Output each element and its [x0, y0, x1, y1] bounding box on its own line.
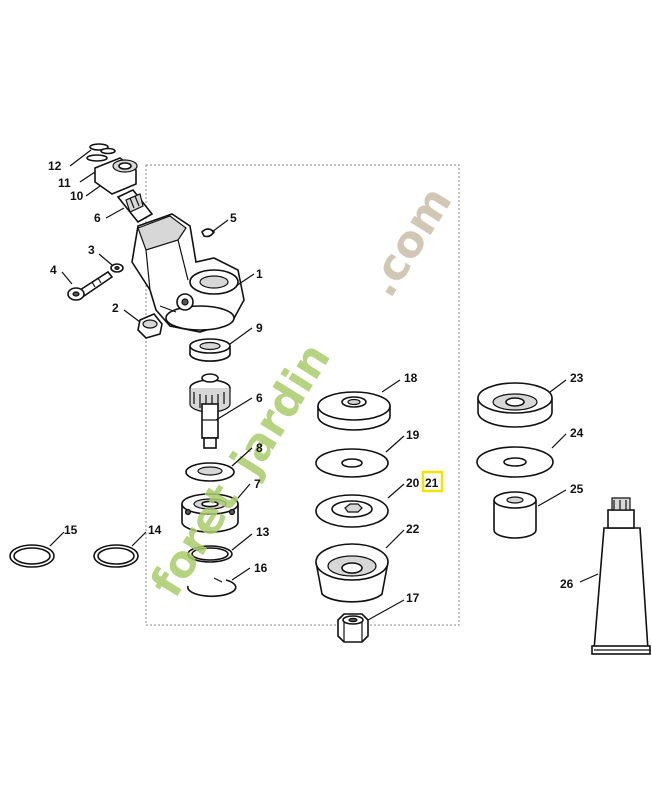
label-13: 13 [256, 525, 270, 539]
part-22-thrust-cup [315, 543, 389, 603]
label-20: 20 [406, 476, 420, 490]
label-24: 24 [570, 426, 584, 440]
part-13-ring [187, 545, 233, 563]
label-22: 22 [406, 522, 420, 536]
part-10-sleeve [94, 157, 138, 195]
part-25-sleeve [493, 491, 537, 539]
label-19: 19 [406, 428, 420, 442]
label-6-top: 6 [94, 211, 101, 225]
part-labels: 12 11 10 6 5 3 4 1 2 9 6 8 7 13 16 15 14… [48, 159, 584, 605]
label-15: 15 [64, 523, 78, 537]
part-23-thrust-plate [477, 382, 553, 428]
label-16: 16 [254, 561, 268, 575]
label-18: 18 [404, 371, 418, 385]
part-6-bevel-gear [116, 189, 154, 224]
part-12-clips [86, 143, 116, 162]
part-14-ring [93, 544, 139, 568]
part-4-screw [67, 270, 114, 301]
part-5-clip [201, 228, 216, 238]
part-2-plug [137, 313, 163, 339]
leader-lines [49, 149, 599, 621]
label-21: 21 [425, 476, 439, 490]
label-2: 2 [112, 301, 119, 315]
label-10: 10 [70, 189, 84, 203]
label-11: 11 [58, 176, 71, 190]
part-19-washer [315, 448, 389, 478]
part-18-thrust-plate [317, 391, 391, 431]
label-5: 5 [230, 211, 237, 225]
part-20-disc [315, 494, 389, 528]
part-1-gear-housing [131, 213, 245, 333]
part-3-washer [110, 263, 124, 273]
label-7: 7 [254, 477, 261, 491]
label-14: 14 [148, 523, 162, 537]
part-15-ring [9, 544, 55, 568]
part-26-grease-tube [591, 497, 651, 655]
label-26: 26 [560, 577, 574, 591]
highlight-box-21 [421, 470, 444, 493]
assembly-frame [145, 164, 460, 626]
part-17-nut [337, 613, 369, 643]
watermark-com: .com [356, 178, 462, 306]
label-1: 1 [256, 267, 263, 281]
part-8-washer [185, 462, 235, 482]
label-23: 23 [570, 371, 584, 385]
label-25: 25 [570, 482, 584, 496]
label-12: 12 [48, 159, 62, 173]
label-3: 3 [88, 243, 95, 257]
part-9-bearing [189, 338, 231, 362]
part-7-ball-bearing [181, 493, 239, 533]
part-24-washer [476, 446, 554, 478]
part-6-output-shaft [189, 373, 231, 449]
label-9: 9 [256, 321, 263, 335]
label-4: 4 [50, 263, 57, 277]
label-6-lower: 6 [256, 391, 263, 405]
part-16-circlip [186, 577, 237, 598]
label-8: 8 [256, 441, 263, 455]
label-17: 17 [406, 591, 420, 605]
